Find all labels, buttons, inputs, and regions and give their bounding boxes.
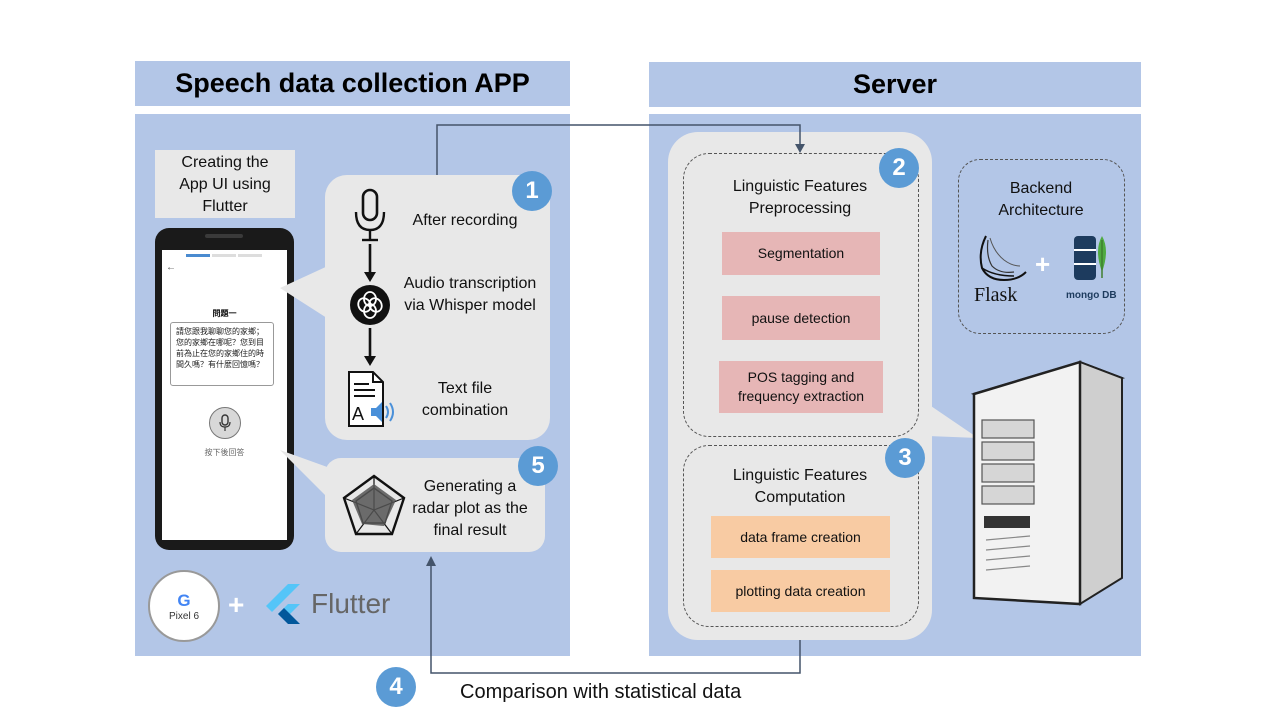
text-combination-text: Text file combination <box>421 380 509 419</box>
backend-title: Backend Architecture <box>998 180 1084 219</box>
bubble-tails <box>280 265 330 500</box>
backend-architecture-group <box>958 159 1125 334</box>
phone-speaker <box>205 234 243 238</box>
after-recording-text: After recording <box>412 212 518 229</box>
backend-plus-sign: + <box>1035 249 1051 279</box>
mic-hint: 按下後回答 <box>204 448 245 457</box>
app-header-title: Speech data collection APP <box>175 68 530 98</box>
step-5-badge: 5 <box>518 446 558 486</box>
app-ui-label: Creating the App UI using Flutter <box>155 150 295 218</box>
back-arrow-icon[interactable]: ← <box>166 262 176 273</box>
mongodb-wordmark: mongo DB <box>1066 290 1117 301</box>
server-header-title: Server <box>852 69 938 99</box>
svg-text:A: A <box>352 404 364 424</box>
question-text: 請您跟我聊聊您的家鄉；您的家鄉在哪呢？您到目前為止在您的家鄉住的時間久嗎？有什麼… <box>170 322 274 386</box>
comparison-text: Comparison with statistical data <box>460 681 742 703</box>
progress-step-1 <box>186 254 210 257</box>
progress-step-3 <box>238 254 262 257</box>
app-ui-label-text: Creating the App UI using Flutter <box>179 154 271 215</box>
flow-arrow-2 <box>364 328 376 366</box>
server-header: Server <box>649 62 1141 107</box>
step-1-badge: 1 <box>512 171 552 211</box>
flutter-wordmark: Flutter <box>311 588 391 619</box>
openai-icon <box>350 285 390 325</box>
progress-step-2 <box>212 254 236 257</box>
flask-icon <box>979 235 1027 282</box>
pixel-label: Pixel 6 <box>168 610 199 622</box>
preprocessing-group <box>683 153 919 437</box>
step-3-badge: 3 <box>885 438 925 478</box>
google-pixel-icon: G Pixel 6 <box>148 570 220 642</box>
server-bubble-tail <box>928 404 978 438</box>
phone-screen: ← 問題一 請您跟我聊聊您的家鄉；您的家鄉在哪呢？您到目前為止在您的家鄉住的時間… <box>162 250 287 540</box>
google-g-glyph: G <box>177 590 191 610</box>
radar-plot-text: Generating a radar plot as the final res… <box>412 478 528 539</box>
flow-arrow-1 <box>364 244 376 282</box>
question-title: 問題一 <box>212 309 237 318</box>
mongodb-icon <box>1074 236 1106 280</box>
step-4-badge: 4 <box>376 667 416 707</box>
text-audio-file-icon: A <box>348 371 394 427</box>
pause-detection-box: pause detection <box>722 296 880 340</box>
data-frame-box: data frame creation <box>711 516 890 558</box>
app-header: Speech data collection APP <box>135 61 570 106</box>
microphone-icon <box>354 188 386 242</box>
record-button[interactable] <box>209 407 241 439</box>
flask-wordmark: Flask <box>974 284 1018 306</box>
server-tower-icon <box>970 360 1126 606</box>
flutter-icon <box>266 584 300 624</box>
radar-chart-icon <box>342 474 406 536</box>
preprocessing-title: Linguistic Features Preprocessing <box>732 178 868 217</box>
plus-sign: + <box>228 589 245 620</box>
phone-mic-icon <box>219 414 231 431</box>
audio-transcription-text: Audio transcription via Whisper model <box>403 275 537 314</box>
computation-title: Linguistic Features Computation <box>732 467 868 506</box>
step-2-badge: 2 <box>879 148 919 188</box>
segmentation-box: Segmentation <box>722 232 880 275</box>
computation-group <box>683 445 919 627</box>
pos-tagging-box: POS tagging and frequency extraction <box>719 361 883 413</box>
phone-mockup: ← 問題一 請您跟我聊聊您的家鄉；您的家鄉在哪呢？您到目前為止在您的家鄉住的時間… <box>155 228 294 550</box>
plotting-data-box: plotting data creation <box>711 570 890 612</box>
